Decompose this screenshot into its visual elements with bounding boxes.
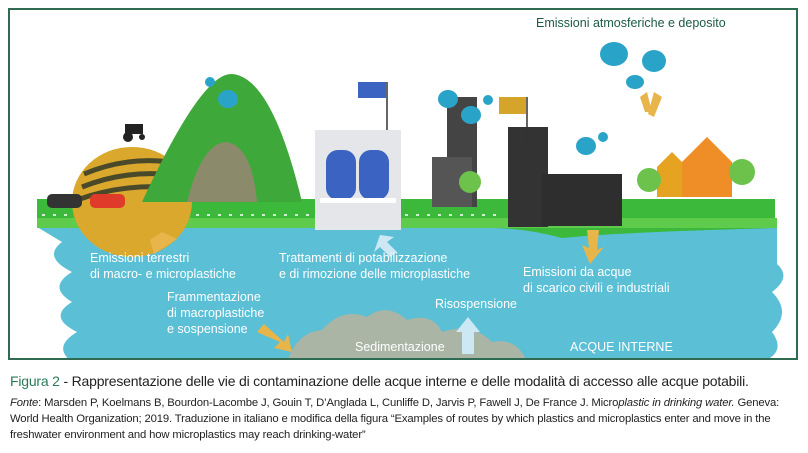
water-body — [37, 227, 784, 358]
label-resuspension: Risospensione — [435, 297, 517, 311]
filter-tank — [359, 150, 389, 200]
ground-strip — [37, 218, 777, 228]
tree-icon — [459, 171, 481, 193]
flag-icon — [358, 82, 386, 98]
label-treatment-2: e di rimozione delle microplastiche — [279, 267, 470, 281]
house-icon — [682, 137, 732, 197]
label-terrestrial-2: di macro- e microplastiche — [90, 267, 236, 281]
cloud-icons — [205, 42, 666, 155]
figure-number: Figura 2 — [10, 373, 60, 389]
landfill — [187, 142, 257, 202]
label-fragmentation-1: Frammentazione — [167, 290, 261, 304]
factory-tanks — [542, 174, 622, 226]
arrow-up-icon — [456, 317, 480, 354]
water-blob — [176, 345, 194, 358]
label-sedimentation: Sedimentazione — [355, 340, 445, 354]
flag-icon — [499, 97, 526, 114]
tractor-icon — [125, 124, 143, 134]
source-rest: Geneva: World Health Organization; 2019.… — [10, 397, 780, 441]
figure-illustration: Emissioni atmosferiche e deposito Emissi… — [8, 8, 798, 360]
label-treatment-1: Trattamenti di potabilizzazione — [279, 251, 447, 265]
arrow-icons — [150, 92, 662, 352]
source-title: plastic in drinking water. — [618, 397, 735, 409]
caption-source: Fonte: Marsden P, Koelmans B, Bourdon-La… — [10, 395, 800, 443]
label-inland-waters: ACQUE INTERNE — [570, 340, 673, 354]
label-terrestrial-1: Emissioni terrestri — [90, 251, 189, 265]
label-wastewater-1: Emissioni da acque — [523, 265, 631, 279]
illustration-svg: Emissioni atmosferiche e deposito Emissi… — [37, 16, 784, 358]
car-icon — [47, 194, 82, 208]
source-label: Fonte — [10, 397, 39, 409]
arrow-up-icon — [374, 235, 397, 257]
label-atmospheric: Emissioni atmosferiche e deposito — [536, 16, 726, 30]
filter-tank — [326, 150, 356, 200]
caption-title-text: - Rappresentazione delle vie di contamin… — [59, 373, 749, 389]
tree-icon — [637, 168, 661, 192]
factory — [508, 127, 548, 227]
figure-caption: Figura 2 - Rappresentazione delle vie di… — [10, 372, 800, 443]
house-icon — [657, 152, 687, 197]
label-fragmentation-3: e sospensione — [167, 322, 248, 336]
caption-title: Figura 2 - Rappresentazione delle vie di… — [10, 372, 800, 390]
label-wastewater-2: di scarico civili e industriali — [523, 281, 670, 295]
label-fragmentation-2: di macroplastiche — [167, 306, 264, 320]
mountain — [142, 73, 302, 202]
tree-icon — [729, 159, 755, 185]
car-icon — [90, 194, 125, 208]
source-text: : Marsden P, Koelmans B, Bourdon-Lacombe… — [38, 397, 619, 409]
water-blob — [705, 267, 719, 279]
